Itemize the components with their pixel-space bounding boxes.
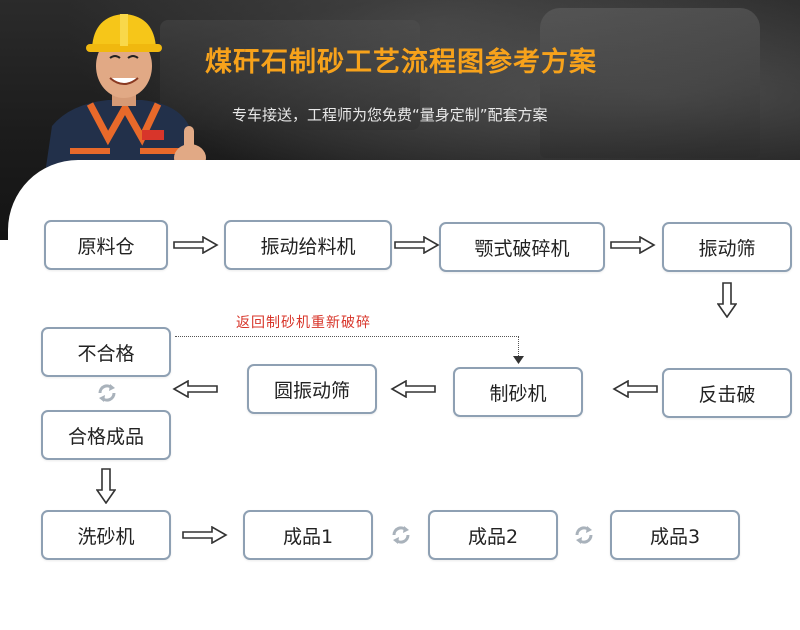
- arrow-left-icon: [612, 380, 658, 398]
- cycle-icon: [575, 526, 593, 544]
- node-vibrating-feeder: 振动给料机: [224, 220, 392, 270]
- node-label: 反击破: [698, 383, 756, 406]
- node-label: 成品1: [282, 525, 334, 548]
- arrow-right-icon: [173, 236, 219, 254]
- node-label: 制砂机: [489, 382, 547, 405]
- background-machinery: [540, 8, 760, 158]
- arrow-down-icon: [717, 282, 737, 318]
- arrow-left-icon: [172, 380, 218, 398]
- arrow-down-icon: [96, 468, 116, 504]
- node-label: 原料仓: [77, 235, 135, 258]
- cycle-icon: [392, 526, 410, 544]
- node-raw-bin: 原料仓: [44, 220, 168, 270]
- node-label: 合格成品: [67, 425, 144, 448]
- node-label: 振动给料机: [260, 235, 356, 258]
- node-label: 颚式破碎机: [474, 237, 570, 260]
- arrow-right-icon: [610, 236, 656, 254]
- node-vibrating-screen: 振动筛: [662, 222, 792, 272]
- background-machinery-left: [160, 20, 420, 130]
- return-arrowhead-icon: [513, 356, 524, 364]
- node-product-3: 成品3: [610, 510, 740, 560]
- node-circular-screen: 圆振动筛: [247, 364, 377, 414]
- node-label: 圆振动筛: [273, 379, 350, 402]
- node-sand-washer: 洗砂机: [41, 510, 171, 560]
- node-sand-maker: 制砂机: [453, 367, 583, 417]
- node-qualified-product: 合格成品: [41, 410, 171, 460]
- node-product-2: 成品2: [428, 510, 558, 560]
- return-path-label: 返回制砂机重新破碎: [236, 315, 371, 331]
- node-label: 振动筛: [698, 237, 756, 260]
- page-subtitle: 专车接送，工程师为您免费“量身定制”配套方案: [232, 106, 548, 124]
- page-title: 煤矸石制砂工艺流程图参考方案: [205, 47, 597, 78]
- return-path-line: [175, 336, 519, 337]
- node-label: 成品3: [649, 525, 701, 548]
- arrow-right-icon: [394, 236, 440, 254]
- node-label: 成品2: [467, 525, 519, 548]
- node-label: 不合格: [77, 342, 135, 365]
- node-product-1: 成品1: [243, 510, 373, 560]
- node-unqualified: 不合格: [41, 327, 171, 377]
- node-label: 洗砂机: [77, 525, 135, 548]
- return-path-drop: [518, 336, 519, 358]
- node-impact-crusher: 反击破: [662, 368, 792, 418]
- arrow-left-icon: [390, 380, 436, 398]
- node-jaw-crusher: 颚式破碎机: [439, 222, 605, 272]
- arrow-right-icon: [182, 526, 228, 544]
- cycle-icon: [98, 384, 116, 402]
